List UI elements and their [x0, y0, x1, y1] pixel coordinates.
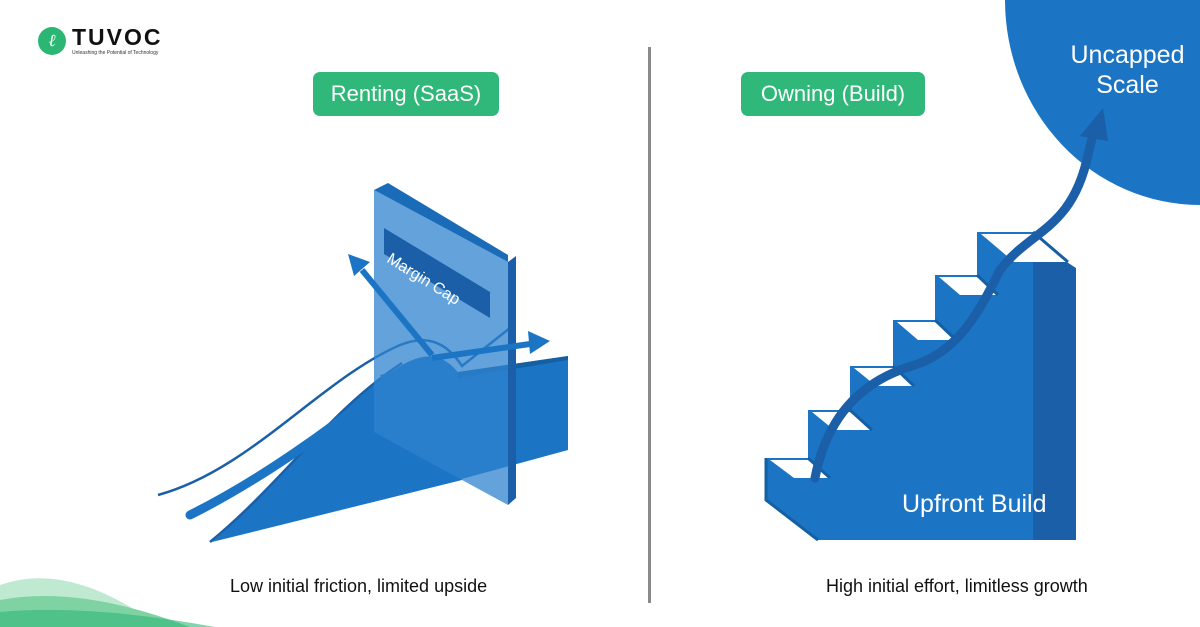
tuvoc-logo[interactable]: ℓ TUVOC Unleashing the Potential of Tech…	[38, 26, 163, 56]
logo-text: TUVOC Unleashing the Potential of Techno…	[72, 24, 163, 57]
uncapped-scale-circle	[1005, 0, 1200, 205]
logo-mark-icon: ℓ	[38, 27, 66, 55]
renting-title-pill: Renting (SaaS)	[313, 72, 499, 116]
uncapped-scale-label: Uncapped Scale	[1070, 41, 1185, 99]
center-divider	[648, 47, 651, 603]
logo-tagline: Unleashing the Potential of Technology	[72, 50, 159, 56]
upfront-build-label: Upfront Build	[902, 490, 1047, 518]
margin-cap-barrier	[374, 183, 516, 505]
growth-arrow-head	[1080, 108, 1108, 141]
owning-title-pill: Owning (Build)	[741, 72, 925, 116]
growth-arrow	[810, 125, 1099, 483]
staircase	[764, 230, 1076, 542]
owning-caption: High initial effort, limitless growth	[826, 576, 1088, 596]
ramp-arrow	[185, 380, 390, 520]
deflect-arrow-up	[359, 268, 435, 357]
logo-name: TUVOC	[72, 24, 163, 50]
margin-cap-label-box	[384, 228, 490, 318]
deflect-arrow-right	[431, 341, 531, 361]
renting-caption: Low initial friction, limited upside	[230, 576, 488, 596]
corner-swoosh	[0, 578, 215, 627]
ramp-surface	[158, 340, 565, 540]
